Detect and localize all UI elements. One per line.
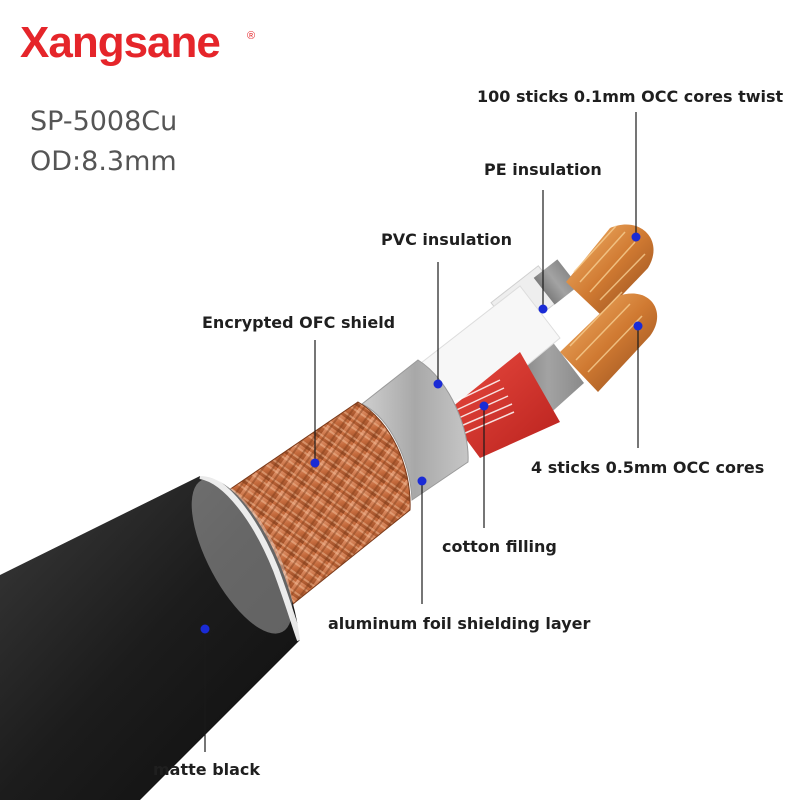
label-matte-black: matte black: [153, 760, 261, 779]
label-aluminum-foil: aluminum foil shielding layer: [328, 614, 591, 633]
marker-cores-twist: [631, 232, 641, 242]
cotton-filling-shape: [447, 379, 515, 438]
model-number: SP-5008Cu: [30, 106, 178, 137]
matte-black-jacket: [0, 476, 300, 800]
marker-occ-cores: [633, 321, 643, 331]
red-insulation-shape: [446, 352, 560, 458]
marker-pvc: [433, 379, 443, 389]
marker-matte: [200, 624, 210, 634]
marker-cotton: [479, 401, 489, 411]
marker-aluminum: [417, 476, 427, 486]
marker-ofc: [310, 458, 320, 468]
label-occ-cores: 4 sticks 0.5mm OCC cores: [531, 458, 765, 477]
outer-diameter: OD:8.3mm: [30, 146, 177, 177]
label-ofc-shield: Encrypted OFC shield: [202, 313, 396, 332]
brand-logo: Xangsane: [20, 18, 221, 67]
label-cores-twist: 100 sticks 0.1mm OCC cores twist: [477, 87, 784, 106]
label-pe-insulation: PE insulation: [484, 160, 602, 179]
marker-pe: [538, 304, 548, 314]
registered-mark: ®: [247, 30, 256, 42]
jacket-end: [191, 478, 293, 634]
label-cotton-filling: cotton filling: [442, 537, 557, 556]
label-pvc-insulation: PVC insulation: [381, 230, 513, 249]
jacket-rim: [199, 473, 303, 642]
